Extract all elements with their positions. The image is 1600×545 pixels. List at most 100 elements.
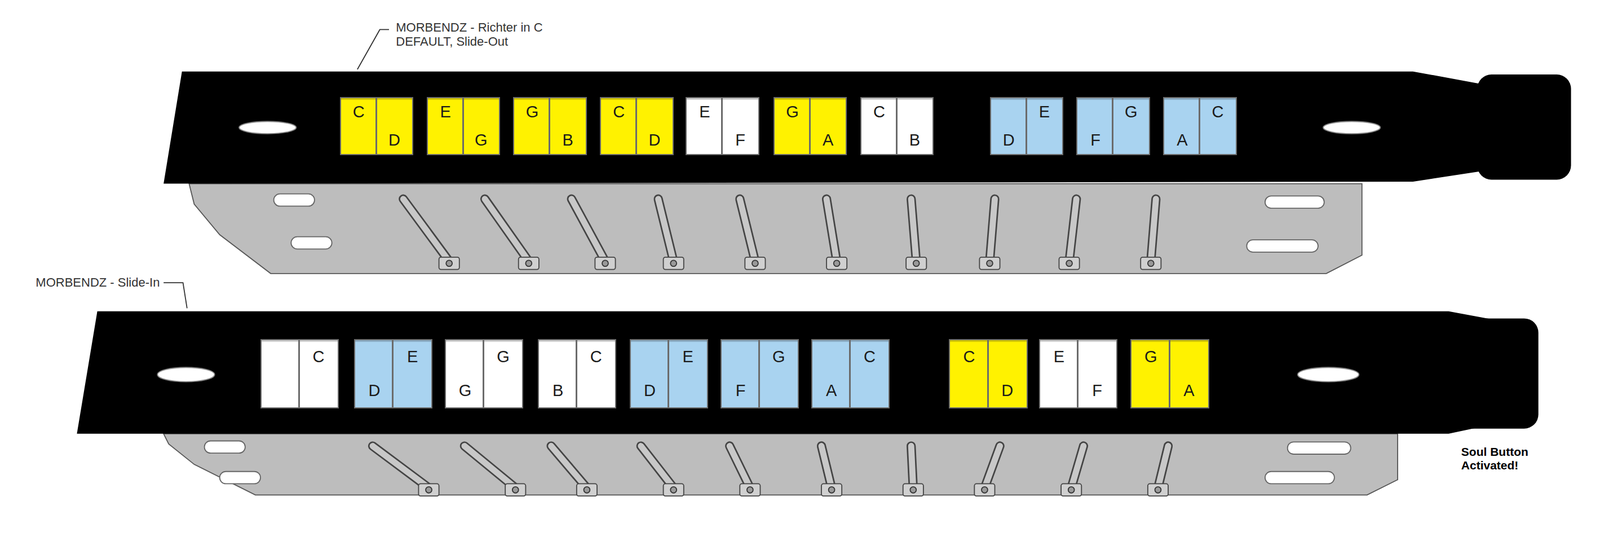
lever-screw	[909, 486, 917, 493]
note-letter: E	[699, 103, 710, 121]
note-letter: G	[496, 348, 510, 365]
note-letter: F	[735, 382, 746, 399]
lever	[1071, 445, 1084, 488]
lever	[571, 199, 606, 262]
lever	[641, 445, 674, 488]
lever-nut	[826, 257, 847, 270]
note-letter: F	[1092, 382, 1103, 399]
harmonica-body	[163, 433, 1398, 495]
lever	[551, 445, 587, 488]
lever	[403, 199, 449, 262]
lever	[821, 445, 832, 488]
note-letter: A	[1176, 131, 1188, 149]
lever-nut	[663, 483, 684, 496]
harmonica-hole: GB	[513, 96, 587, 156]
lever	[729, 445, 750, 488]
lever	[826, 199, 837, 262]
harmonica-hole: ED	[354, 338, 433, 409]
lever-screw	[670, 486, 677, 493]
callout-label: MORBENDZ - Richter in C DEFAULT, Slide-O…	[395, 20, 560, 50]
lever-nut	[744, 257, 766, 270]
note-letter: G	[772, 348, 786, 365]
body-slot	[219, 471, 261, 484]
plate-slot	[1323, 121, 1381, 134]
lever	[1150, 199, 1156, 262]
body-slot	[1246, 239, 1319, 253]
lever	[464, 445, 516, 488]
harmonica-hole: CD	[948, 338, 1028, 409]
lever-screw	[833, 259, 841, 267]
harmonica-hole: EF	[685, 96, 759, 156]
lever	[1071, 445, 1084, 488]
lever	[911, 199, 917, 262]
body-slot	[1265, 471, 1335, 484]
harmonica-hole: GA	[773, 96, 847, 156]
lever-nut	[663, 257, 684, 270]
note-letter: G	[474, 131, 488, 149]
harmonica-hole: GF	[720, 338, 799, 409]
leader-line	[163, 282, 188, 308]
harmonica-hole: ED	[629, 338, 709, 409]
harmonica-hole: CD	[599, 96, 674, 156]
lever	[484, 199, 529, 262]
note-letter: C	[1212, 103, 1224, 121]
note-label: Soul Button Activated!	[1461, 444, 1546, 472]
slide-button	[1446, 317, 1539, 428]
note-letter: F	[1090, 131, 1101, 149]
cover-plate	[76, 311, 1520, 434]
lever-screw	[986, 259, 993, 267]
lever-screw	[913, 259, 920, 267]
harmonica-hole: CB	[860, 96, 934, 156]
note-letter: D	[648, 131, 661, 149]
note-letter: E	[1039, 103, 1050, 121]
lever	[1157, 445, 1169, 488]
lever	[826, 199, 837, 262]
lever-nut	[903, 483, 924, 496]
lever	[729, 445, 750, 488]
lever-screw	[981, 486, 988, 493]
lever-screw	[583, 486, 590, 493]
note-letter: D	[643, 382, 656, 399]
harmonica-hole: CA	[811, 338, 890, 409]
lever	[484, 199, 529, 262]
leader-line	[357, 29, 390, 70]
lever-nut	[418, 483, 439, 496]
lever-nut	[974, 483, 995, 496]
lever-nut	[439, 257, 460, 270]
lever-screw	[425, 486, 432, 493]
note-letter: B	[552, 382, 564, 399]
note-letter: C	[963, 348, 976, 365]
note-letter: B	[909, 131, 921, 149]
note-letter: G	[1144, 348, 1158, 365]
harmonica-hole: GF	[1076, 96, 1150, 156]
note-letter: C	[312, 348, 325, 365]
lever	[911, 445, 914, 488]
lever	[372, 445, 429, 488]
cover-plate	[163, 71, 1480, 184]
lever	[658, 199, 674, 262]
lever	[658, 199, 674, 262]
lever-screw	[1155, 486, 1162, 493]
harmonica-body	[188, 183, 1362, 274]
body-slot	[290, 236, 332, 250]
body-slot	[204, 440, 246, 453]
lever	[989, 199, 995, 262]
lever	[984, 445, 1000, 488]
slide-button	[1477, 74, 1571, 180]
body-slot	[1265, 195, 1325, 209]
note-letter: D	[368, 382, 380, 399]
lever-screw	[1068, 486, 1075, 493]
lever	[571, 199, 606, 262]
body-slot	[273, 193, 315, 207]
lever-nut	[1147, 483, 1169, 496]
lever-nut	[739, 483, 760, 496]
lever	[984, 445, 1000, 488]
harmonica-hole: GA	[1130, 338, 1209, 409]
note-letter: D	[1002, 131, 1015, 149]
harmonica-hole: CD	[339, 96, 414, 156]
plate-slot	[157, 367, 215, 382]
note-letter: E	[439, 103, 451, 121]
lever	[403, 199, 449, 262]
lever	[911, 445, 914, 488]
